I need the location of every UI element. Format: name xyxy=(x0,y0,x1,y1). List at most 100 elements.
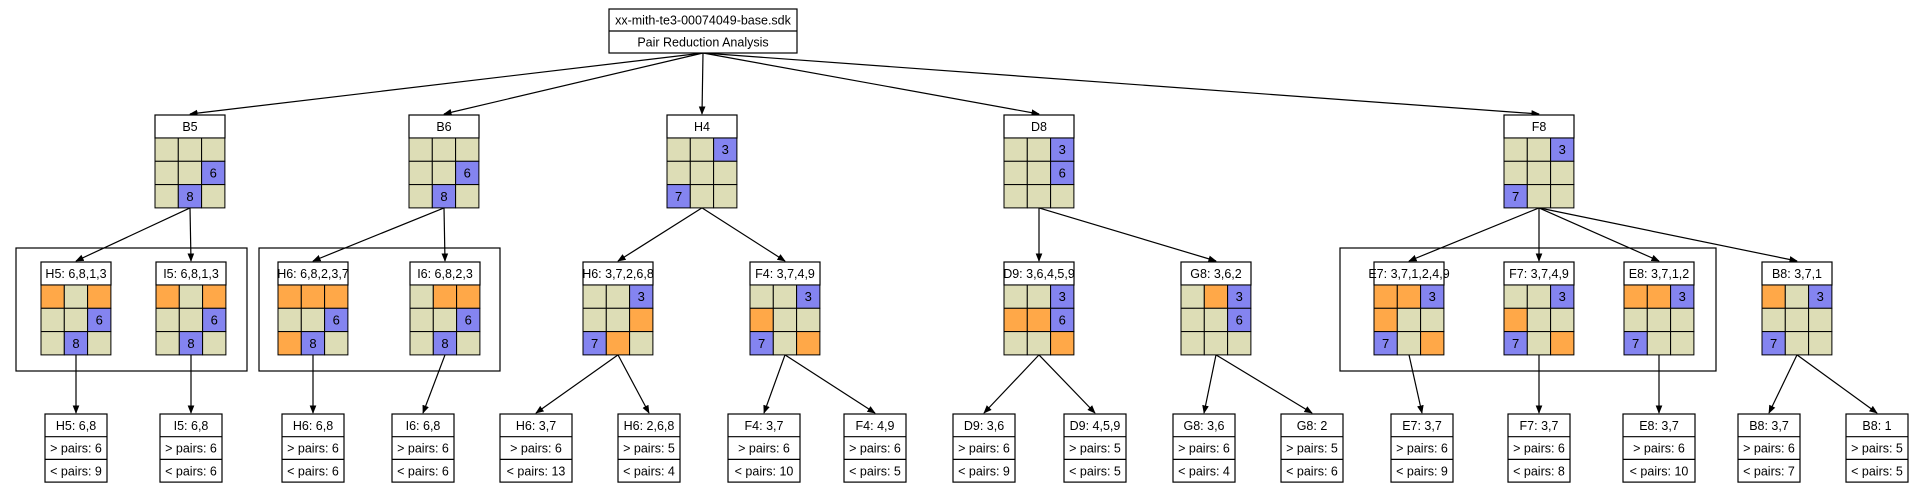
cell-digit: 3 xyxy=(805,289,812,304)
leaf-row-text: F7: 3,7 xyxy=(1520,419,1559,433)
empty-cell xyxy=(713,160,738,186)
candidate-cell xyxy=(1503,307,1528,333)
edge-arrow xyxy=(1038,207,1217,263)
leaf-box xyxy=(281,413,345,483)
leaf-row-text: > pairs: 6 xyxy=(1633,442,1685,456)
grid-title: H4 xyxy=(694,120,710,134)
leaf-row-text: I5: 6,8 xyxy=(174,419,209,433)
leaf-node: G8: 3,6> pairs: 6< pairs: 4 xyxy=(1172,413,1236,483)
leaf-row-text: D9: 3,6 xyxy=(964,419,1004,433)
candidate-cell xyxy=(1373,284,1398,309)
leaf-box xyxy=(1845,413,1909,483)
leaf-row-text: < pairs: 5 xyxy=(1069,464,1121,478)
edge-arrow xyxy=(312,207,445,262)
empty-cell xyxy=(202,331,227,356)
leaf-row-text: < pairs: 10 xyxy=(735,464,794,478)
grid-node: B8: 3,7,137 xyxy=(1761,261,1833,356)
candidate-cell xyxy=(749,307,774,333)
grid-title: F7: 3,7,4,9 xyxy=(1509,267,1569,281)
cell-digit: 6 xyxy=(465,312,472,327)
cell-digit: 3 xyxy=(1817,289,1824,304)
leaf-row-text: > pairs: 5 xyxy=(623,442,675,456)
grid-title: I5: 6,8,1,3 xyxy=(163,267,219,281)
cell-digit: 8 xyxy=(441,336,448,351)
empty-cell xyxy=(1003,160,1028,186)
leaf-row-text: E8: 3,7 xyxy=(1639,419,1679,433)
leaf-node: H6: 6,8> pairs: 6< pairs: 6 xyxy=(281,413,345,483)
cell-digit: 6 xyxy=(96,312,103,327)
empty-cell xyxy=(432,307,458,333)
empty-cell xyxy=(1026,331,1052,356)
empty-cell xyxy=(1026,160,1052,186)
cell-digit: 7 xyxy=(1512,336,1519,351)
cell-digit: 7 xyxy=(675,189,682,204)
leaf-box xyxy=(499,413,573,483)
candidate-cell xyxy=(796,331,821,356)
cell-digit: 8 xyxy=(187,336,194,351)
empty-cell xyxy=(1550,160,1575,186)
edge-arrow xyxy=(1408,354,1424,414)
leaf-row-text: > pairs: 6 xyxy=(849,442,901,456)
edge-arrow xyxy=(617,354,650,414)
grid-title: B6 xyxy=(436,120,451,134)
empty-cell xyxy=(408,137,433,162)
edge-arrow xyxy=(784,354,876,414)
leaf-row-text: > pairs: 6 xyxy=(1178,442,1230,456)
edge-arrow xyxy=(1538,207,1660,262)
empty-cell xyxy=(713,184,738,209)
leaf-row-text: > pairs: 6 xyxy=(1743,442,1795,456)
cluster-box-3 xyxy=(1339,247,1717,372)
empty-cell xyxy=(1227,331,1252,356)
grid-title: D8 xyxy=(1031,120,1047,134)
leaf-row-text: > pairs: 5 xyxy=(1851,442,1903,456)
leaf-row-text: > pairs: 6 xyxy=(958,442,1010,456)
empty-cell xyxy=(689,137,715,162)
edges xyxy=(72,52,1878,414)
grid-title: G8: 3,6,2 xyxy=(1190,267,1241,281)
candidate-cell xyxy=(1026,307,1052,333)
leaf-row-text: < pairs: 7 xyxy=(1743,464,1795,478)
candidate-cell xyxy=(1420,331,1445,356)
leaf-node: I6: 6,8> pairs: 6< pairs: 6 xyxy=(391,413,455,483)
empty-cell xyxy=(155,307,180,333)
empty-cell xyxy=(749,284,774,309)
empty-cell xyxy=(1396,307,1422,333)
leaf-row-text: > pairs: 6 xyxy=(287,442,339,456)
edge-arrow xyxy=(441,207,449,262)
leaf-row-text: < pairs: 6 xyxy=(397,464,449,478)
empty-cell xyxy=(1503,284,1528,309)
leaf-row-text: > pairs: 5 xyxy=(1069,442,1121,456)
empty-cell xyxy=(1761,307,1786,333)
leaf-node: H5: 6,8> pairs: 6< pairs: 9 xyxy=(44,413,108,483)
empty-cell xyxy=(1003,331,1028,356)
candidate-cell xyxy=(277,284,302,309)
leaf-node: D9: 4,5,9> pairs: 5< pairs: 5 xyxy=(1063,413,1127,483)
empty-cell xyxy=(1003,284,1028,309)
cell-digit: 8 xyxy=(186,189,193,204)
leaf-box xyxy=(952,413,1016,483)
grid-title: I6: 6,8,2,3 xyxy=(417,267,473,281)
cell-digit: 6 xyxy=(464,165,471,180)
edge-arrow xyxy=(1202,354,1217,414)
empty-cell xyxy=(1203,331,1229,356)
grid-title: B8: 3,7,1 xyxy=(1772,267,1822,281)
leaf-row-text: > pairs: 6 xyxy=(738,442,790,456)
grid-title: B5 xyxy=(182,120,197,134)
cell-digit: 6 xyxy=(1059,312,1066,327)
empty-cell xyxy=(605,307,631,333)
empty-cell xyxy=(1180,284,1205,309)
candidate-cell xyxy=(324,284,349,309)
leaf-box xyxy=(1737,413,1801,483)
cell-digit: 3 xyxy=(1679,289,1686,304)
empty-cell xyxy=(178,284,204,309)
edge-arrow xyxy=(698,52,706,115)
candidate-cell xyxy=(1550,331,1575,356)
grid-node: D9: 3,6,4,5,936 xyxy=(1003,261,1075,356)
empty-cell xyxy=(1784,284,1810,309)
leaf-row-text: > pairs: 6 xyxy=(50,442,102,456)
leaf-row-text: H6: 6,8 xyxy=(293,419,333,433)
